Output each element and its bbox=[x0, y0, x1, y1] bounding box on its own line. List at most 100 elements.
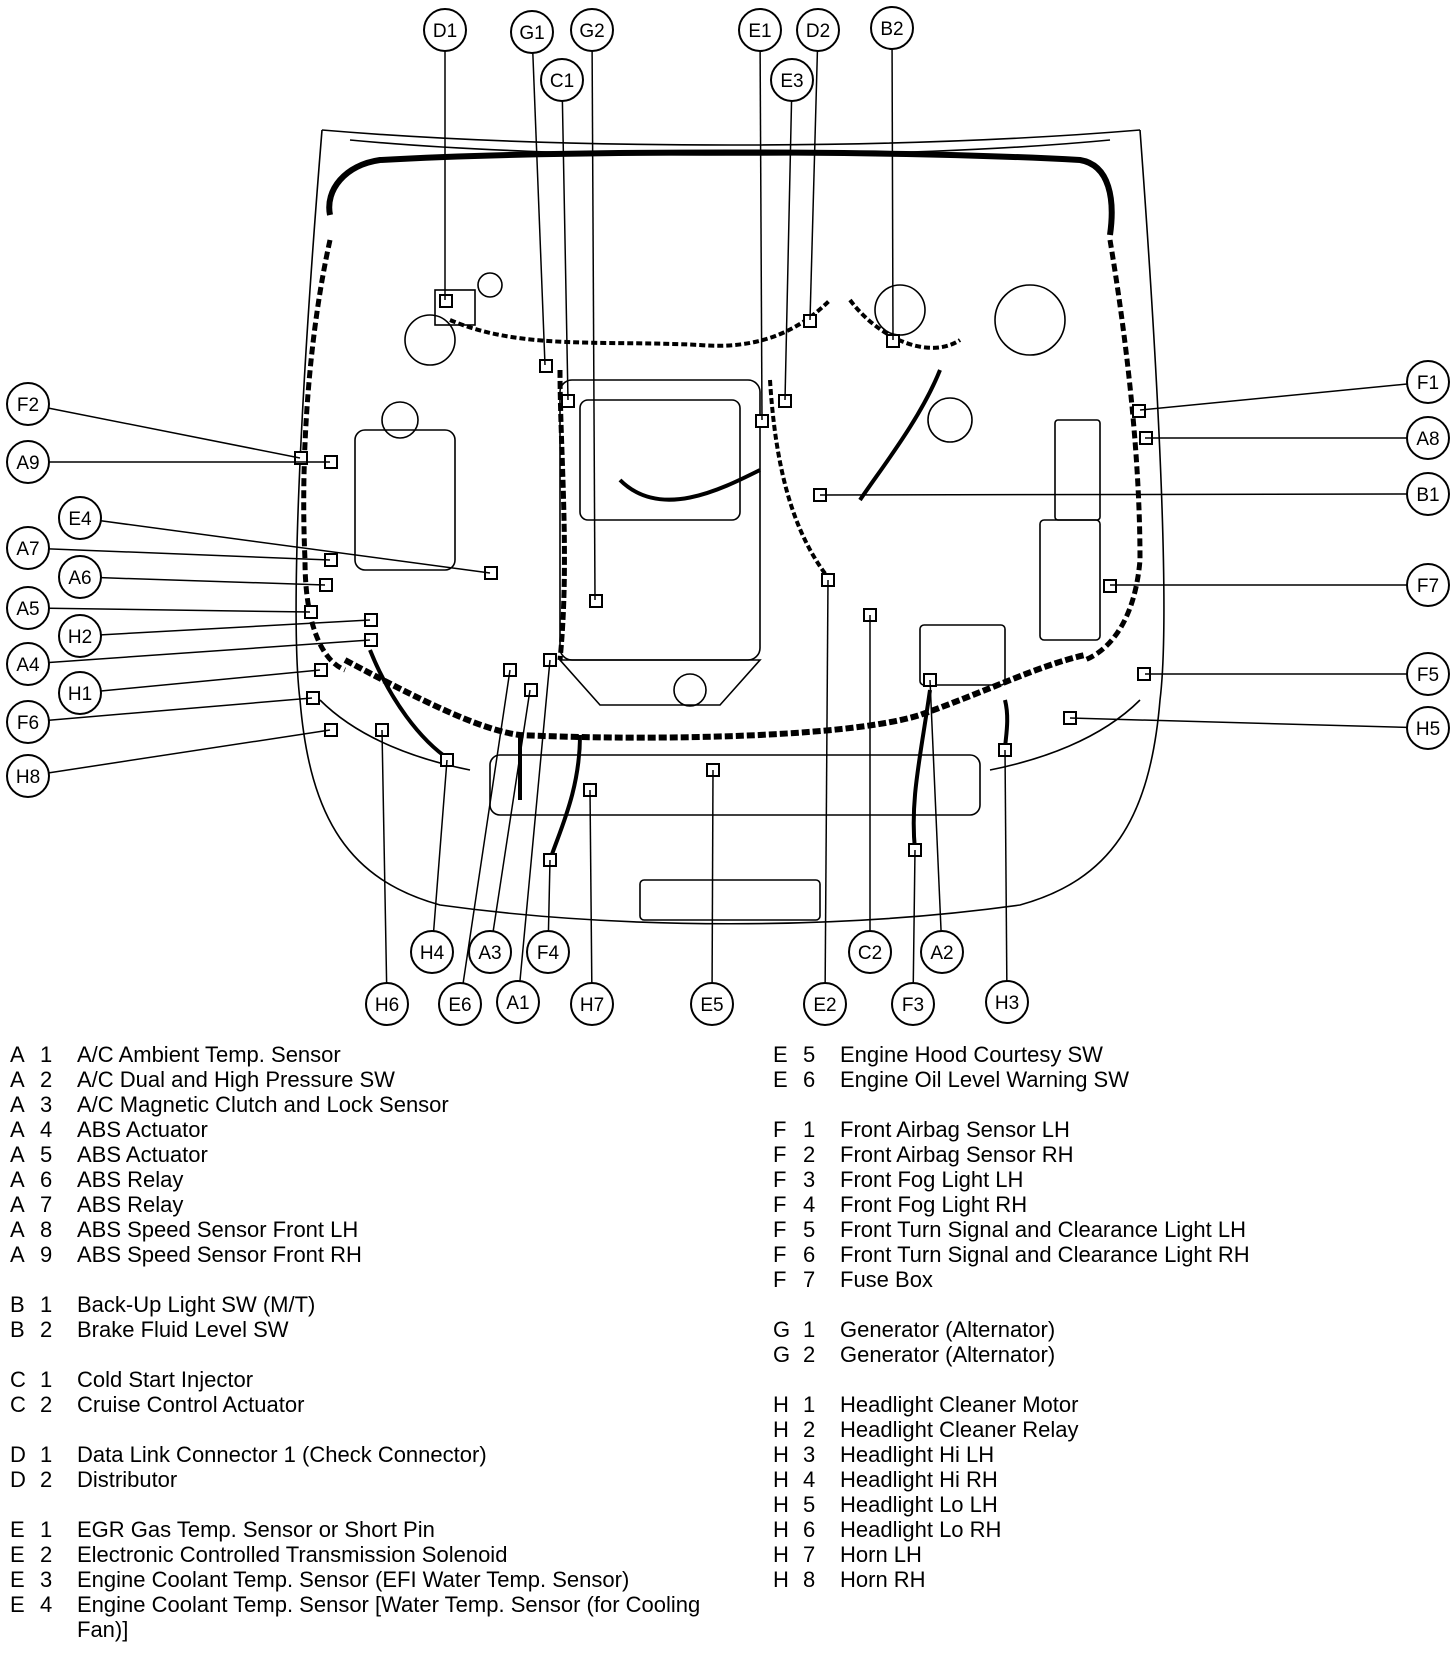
callout-a6: A6 bbox=[58, 555, 102, 599]
leader-line-f4 bbox=[547, 859, 551, 932]
legend-num: 8 bbox=[40, 1217, 53, 1242]
callout-a8: A8 bbox=[1406, 416, 1450, 460]
callout-f5: F5 bbox=[1406, 652, 1450, 696]
callout-d1: D1 bbox=[423, 8, 467, 52]
callout-circle bbox=[410, 930, 454, 974]
callout-circle bbox=[58, 496, 102, 540]
legend-letter: F bbox=[773, 1242, 787, 1267]
legend-desc: ABS Speed Sensor Front RH bbox=[77, 1242, 362, 1267]
callout-circle bbox=[6, 440, 50, 484]
legend-letter: D bbox=[10, 1442, 26, 1467]
callout-text: F2 bbox=[17, 395, 39, 416]
callout-text: F7 bbox=[1417, 576, 1439, 597]
legend-desc: Back-Up Light SW (M/T) bbox=[77, 1292, 316, 1317]
legend-letter: H bbox=[773, 1467, 789, 1492]
legend-num: 1 bbox=[803, 1317, 816, 1342]
legend-num: 3 bbox=[40, 1092, 53, 1117]
legend-letter: D bbox=[10, 1467, 26, 1492]
callout-c1: C1 bbox=[540, 58, 584, 102]
callout-circle bbox=[1406, 360, 1450, 404]
legend-letter: F bbox=[773, 1167, 787, 1192]
legend-letter: E bbox=[10, 1517, 25, 1542]
legend-letter: C bbox=[10, 1392, 26, 1417]
callout-text: H4 bbox=[420, 943, 445, 964]
legend-letter: G bbox=[773, 1342, 791, 1367]
legend-desc: Front Airbag Sensor RH bbox=[840, 1142, 1074, 1167]
leader-line-h4 bbox=[432, 759, 448, 932]
legend-letter: E bbox=[773, 1042, 788, 1067]
leader-line-e6 bbox=[462, 669, 511, 984]
legend-desc: Brake Fluid Level SW bbox=[77, 1317, 289, 1342]
callout-text: B2 bbox=[880, 19, 903, 40]
legend-num: 7 bbox=[803, 1267, 816, 1292]
callout-text: H7 bbox=[580, 995, 604, 1016]
leader-line-h6 bbox=[381, 729, 388, 984]
legend-letter: B bbox=[10, 1317, 25, 1342]
callout-a2: A2 bbox=[920, 930, 964, 974]
callout-circle bbox=[438, 982, 482, 1026]
legend-letter: F bbox=[773, 1217, 787, 1242]
legend-letter: H bbox=[773, 1417, 789, 1442]
callout-text: E2 bbox=[813, 995, 836, 1016]
callout-text: C2 bbox=[858, 943, 882, 964]
legend-num: 1 bbox=[803, 1117, 816, 1142]
legend-letter: H bbox=[773, 1492, 789, 1517]
legend-letter: A bbox=[10, 1117, 25, 1142]
legend-letter: A bbox=[10, 1042, 25, 1067]
callout-e3: E3 bbox=[770, 58, 814, 102]
callout-h4: H4 bbox=[410, 930, 454, 974]
callout-text: B1 bbox=[1416, 485, 1439, 506]
callout-text: H5 bbox=[1416, 719, 1440, 740]
leader-line-g2 bbox=[591, 50, 596, 601]
legend-num: 1 bbox=[40, 1367, 53, 1392]
legend-desc: Front Turn Signal and Clearance Light LH bbox=[840, 1217, 1247, 1242]
leader-line-b1 bbox=[819, 493, 1408, 496]
leader-line-e1 bbox=[759, 50, 763, 421]
legend-desc: Horn RH bbox=[840, 1567, 926, 1592]
callout-text: F4 bbox=[537, 943, 560, 964]
legend-letter: F bbox=[773, 1267, 787, 1292]
legend-desc: Front Fog Light RH bbox=[840, 1192, 1028, 1217]
callout-f3: F3 bbox=[891, 982, 935, 1026]
legend-letter: F bbox=[773, 1192, 787, 1217]
legend-desc: Front Fog Light LH bbox=[840, 1167, 1024, 1192]
callout-text: H2 bbox=[68, 627, 92, 648]
callout-e5: E5 bbox=[690, 982, 734, 1026]
legend-desc: Horn LH bbox=[840, 1542, 922, 1567]
legend-desc: EGR Gas Temp. Sensor or Short Pin bbox=[77, 1517, 435, 1542]
legend-desc: ABS Actuator bbox=[77, 1142, 208, 1167]
legend-desc: Engine Oil Level Warning SW bbox=[840, 1067, 1129, 1092]
legend-num: 4 bbox=[40, 1592, 53, 1617]
callout-h1: H1 bbox=[58, 671, 102, 715]
legend-num: 2 bbox=[40, 1392, 53, 1417]
callout-circle bbox=[891, 982, 935, 1026]
callout-text: A9 bbox=[16, 453, 39, 474]
callout-circle bbox=[1406, 706, 1450, 750]
callout-circle bbox=[6, 382, 50, 426]
legend-num: 1 bbox=[40, 1442, 53, 1467]
leader-line-e4 bbox=[100, 520, 491, 574]
callout-text: E1 bbox=[748, 21, 771, 42]
callout-text: H1 bbox=[68, 684, 92, 705]
leader-line-h5 bbox=[1069, 717, 1408, 729]
callout-circle bbox=[690, 982, 734, 1026]
leader-line-f2 bbox=[48, 407, 301, 459]
callout-circle bbox=[526, 930, 570, 974]
callout-text: F6 bbox=[17, 713, 39, 734]
callout-a7: A7 bbox=[6, 526, 50, 570]
callout-circle bbox=[423, 8, 467, 52]
